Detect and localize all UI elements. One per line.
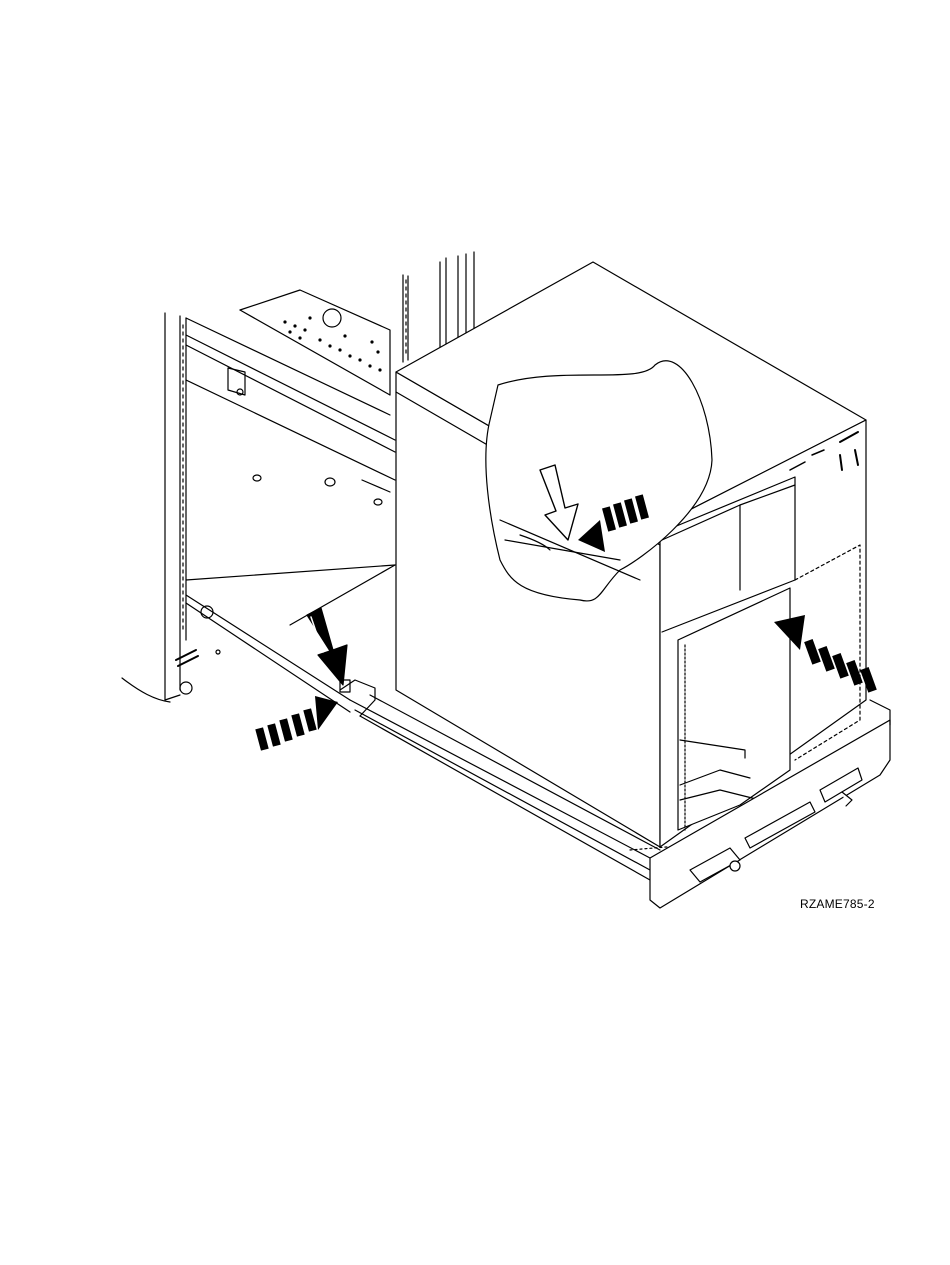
figure-id-label: RZAME785-2: [800, 897, 910, 911]
down-arrow-bottom: [307, 608, 347, 685]
dashed-arrow-left: [255, 696, 338, 751]
